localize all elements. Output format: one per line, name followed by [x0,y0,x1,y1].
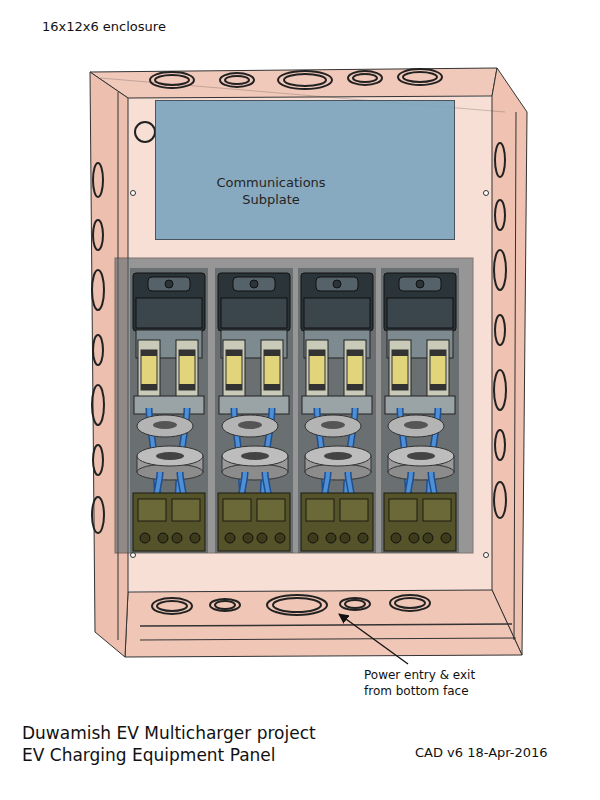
equipment-subplate-part [298,268,376,553]
knockouts-part [152,598,192,614]
knockouts-part [395,598,425,608]
knockouts-part [215,601,235,609]
enclosure-box-part [125,590,522,657]
enclosure-box-part [128,97,492,591]
knockouts-part [135,122,155,142]
knockouts-part [494,482,506,518]
knockouts-part [353,74,377,82]
knockouts-part [210,599,240,611]
knockouts-part [495,430,505,460]
knockouts-part [93,335,103,365]
knockouts-part [93,445,103,475]
enclosure-box-part [140,624,512,626]
leader-line [339,614,408,664]
knockouts-part [345,600,365,608]
enclosure-box-part [140,638,516,640]
knockouts-part [267,595,327,615]
mounting-holes-part [484,191,489,196]
knockouts-part [495,143,505,177]
enclosure-box-part [514,112,516,640]
callout-note: Power entry & exit from bottom face [364,668,504,699]
knockouts-part [93,220,103,250]
equipment-subplate-part [130,268,208,553]
knockouts-part [278,71,332,89]
knockouts-part [495,200,505,230]
knockouts-part [495,315,505,345]
equipment-subplate [115,258,473,553]
equipment-subplate-part [215,268,293,553]
enclosure-box-part [90,68,497,98]
knockouts-part [348,71,382,85]
knockouts-part [284,74,326,86]
mounting-holes-part [484,553,489,558]
equipment-subplate-part [115,258,473,553]
knockouts-part [92,270,104,310]
knockouts-part [340,598,370,610]
enclosure-size-note: 16x12x6 enclosure [42,19,262,36]
enclosure-box [90,68,527,657]
knockouts-part [150,72,194,88]
equipment-subplate-part [381,268,459,553]
knockouts-part [494,250,506,290]
mounting-holes-part [131,191,136,196]
knockouts-part [403,72,437,82]
knockouts-part [494,370,506,410]
revision-note: CAD v6 18-Apr-2016 [415,745,590,762]
knockouts-part [398,69,442,85]
knockouts-part [92,497,104,533]
knockouts-part [92,385,104,425]
knockouts [92,69,506,615]
diagram-title: Duwamish EV Multicharger project EV Char… [22,722,340,766]
panel-label: Communications Subplate [206,175,336,209]
knockouts-part [225,76,249,84]
subplate-panel: Communications Subplate [155,100,455,240]
enclosure-box-part [492,68,527,655]
knockouts-part [93,163,103,197]
mounting-holes [131,191,489,558]
knockouts-part [157,601,187,611]
knockouts-part [220,73,254,87]
knockouts-part [273,598,321,612]
knockouts-part [155,75,189,85]
knockouts-part [390,595,430,611]
